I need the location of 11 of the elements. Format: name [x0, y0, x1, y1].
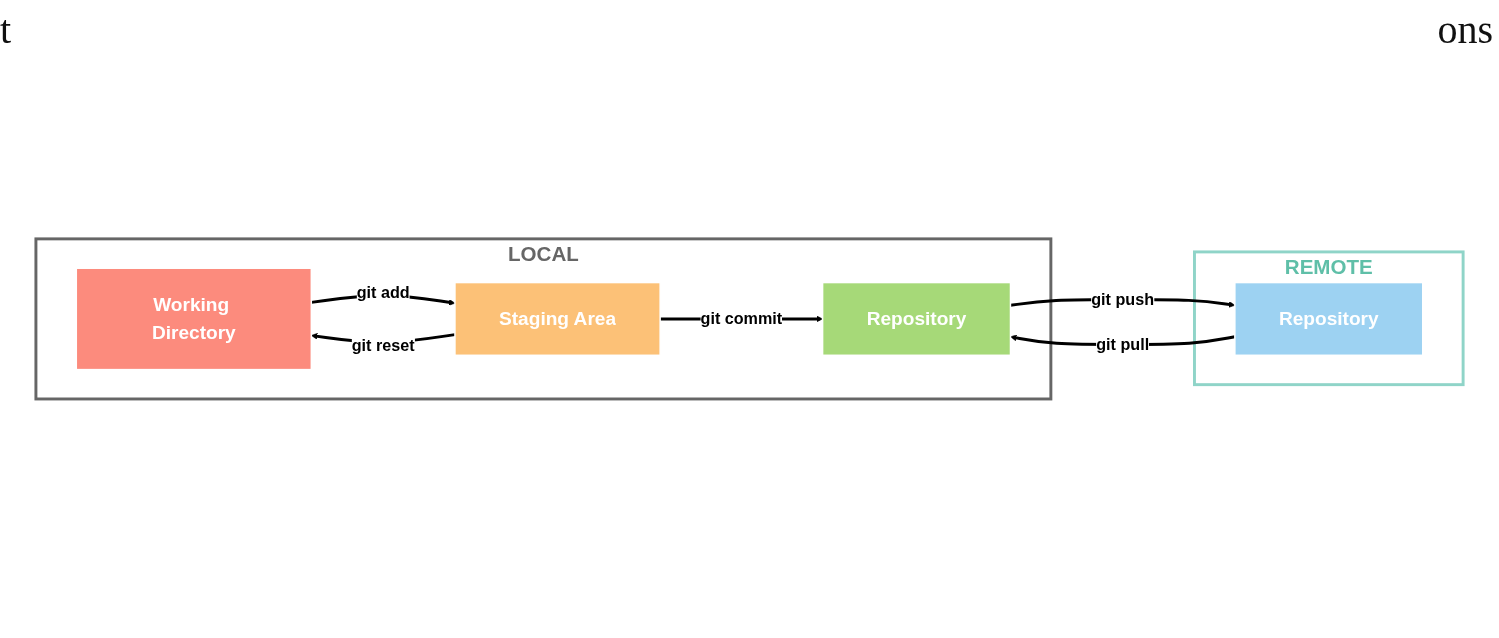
- node-box: Working Directory: [75, 267, 313, 371]
- text-fragment: ons: [1437, 6, 1493, 53]
- edge-label: git pull: [1096, 335, 1150, 354]
- node-box: Staging Area: [454, 281, 661, 357]
- edge-label: git add: [356, 283, 410, 302]
- edge-label: git push: [1091, 290, 1155, 309]
- node-box: Repository: [821, 281, 1012, 357]
- text-fragment: t: [0, 6, 12, 53]
- node-box: Repository: [1234, 281, 1424, 357]
- edge-label: git commit: [700, 309, 783, 329]
- edge-label: git reset: [351, 336, 415, 355]
